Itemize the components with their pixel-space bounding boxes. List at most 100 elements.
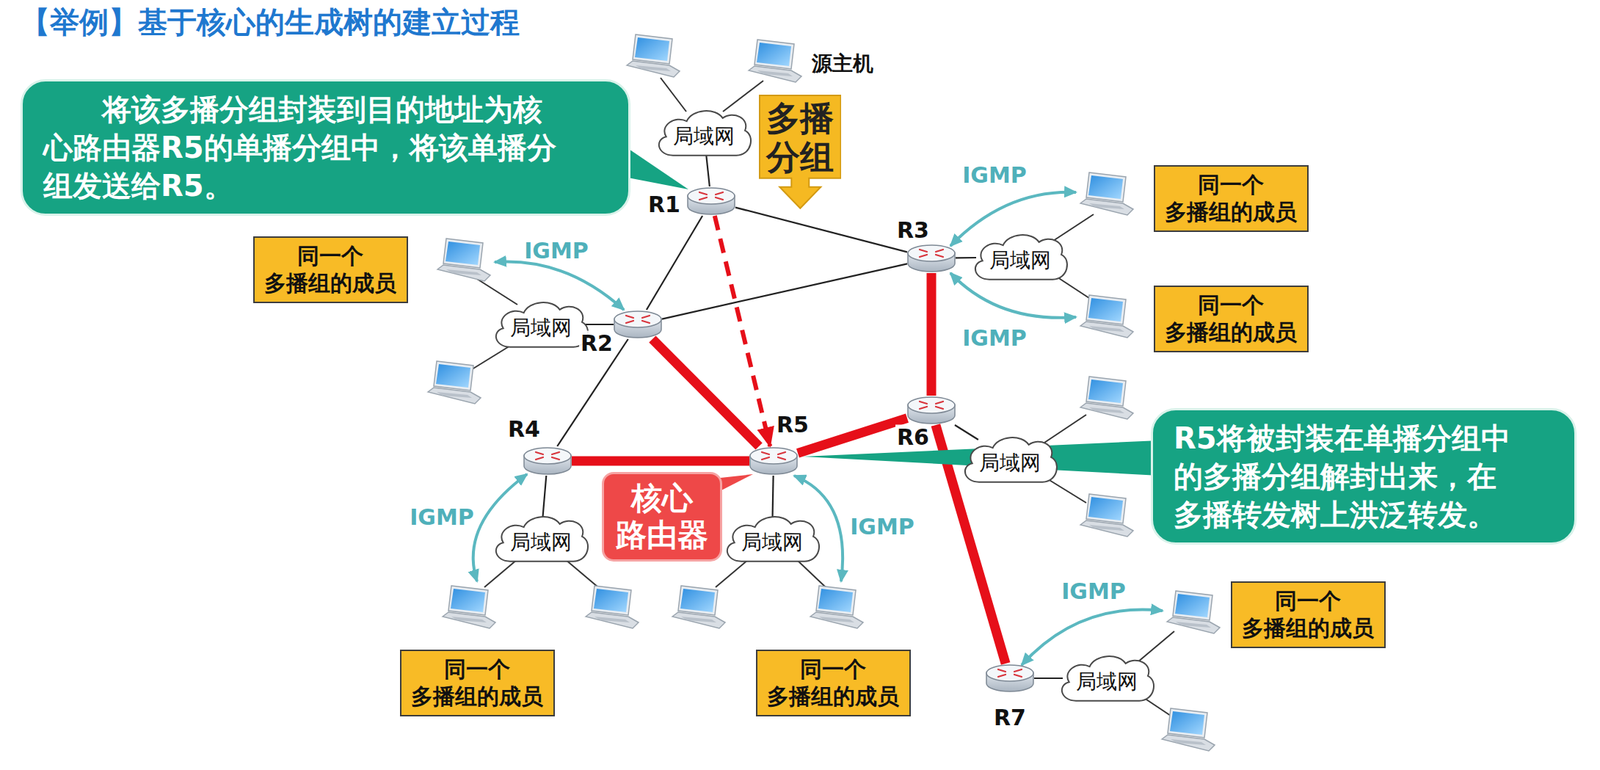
graphic-part xyxy=(699,197,707,200)
label-wrap: IGMP xyxy=(524,237,589,265)
lan-cloud: 局域网 xyxy=(489,297,593,352)
graphic-part xyxy=(496,302,588,348)
network-link xyxy=(662,263,908,319)
graphic-part xyxy=(437,238,491,282)
graphic-part xyxy=(919,401,927,404)
multicast-tree-link xyxy=(652,339,759,447)
network-link xyxy=(772,475,774,519)
graphic-part xyxy=(626,34,680,78)
graphic-part xyxy=(749,446,798,476)
lan-cloud: 局域网 xyxy=(958,432,1062,487)
router-node: R4 xyxy=(523,446,572,476)
label-wrap: IGMP xyxy=(962,325,1027,352)
multicast-packet-arrow: 多播 分组 xyxy=(758,94,842,210)
graphic-part xyxy=(715,197,723,200)
network-link xyxy=(1034,677,1063,679)
graphic-part xyxy=(442,585,496,629)
callout-box: 将该多播分组封装到目的地址为核 心路由器R5的单播分组中，将该单播分 组发送给R… xyxy=(20,79,631,216)
graphic-part xyxy=(907,397,955,414)
graphic-part xyxy=(672,585,726,629)
member-box: 同一个 多播组的成员 xyxy=(400,649,555,717)
network-link xyxy=(542,475,547,519)
graphic-part xyxy=(748,39,802,83)
graphic-part xyxy=(919,249,944,257)
core-callout: 核心 路由器 xyxy=(601,471,723,563)
lan-label: 局域网 xyxy=(510,529,572,555)
graphic-part xyxy=(469,343,514,371)
igmp-label: IGMP xyxy=(962,325,1027,352)
igmp-label: IGMP xyxy=(1061,578,1126,605)
graphic-part xyxy=(1051,214,1094,243)
graphic-part xyxy=(699,192,723,200)
graphic-part xyxy=(1042,414,1087,445)
graphic-part xyxy=(907,243,956,274)
graphic-part xyxy=(919,406,927,409)
callout-text: 将该多播分组封装到目的地址为核 心路由器R5的单播分组中，将该单播分 组发送给R… xyxy=(43,90,608,205)
graphic-part xyxy=(1080,295,1134,338)
callout-box: R5将被封装在单播分组中 的多播分组解封出来，在 多播转发树上洪泛转发。 xyxy=(1150,408,1577,545)
graphic-part xyxy=(585,585,639,629)
label-wrap: IGMP xyxy=(962,162,1027,189)
router-label: R3 xyxy=(895,217,931,243)
source-host-label: 源主机 xyxy=(811,51,874,77)
callout-text: R5将被封装在单播分组中 的多播分组解封出来，在 多播转发树上洪泛转发。 xyxy=(1173,419,1554,534)
graphic-part xyxy=(1014,669,1022,672)
graphic-part xyxy=(565,559,599,588)
graphic-part xyxy=(1161,708,1215,751)
graphic-part xyxy=(761,452,770,455)
graphic-part xyxy=(1014,674,1022,677)
graphic-part xyxy=(998,669,1006,672)
graphic-part xyxy=(626,315,634,318)
graphic-part xyxy=(935,406,944,409)
graphic-part xyxy=(777,452,786,455)
router-label: R6 xyxy=(895,424,931,450)
multicast-tree-link xyxy=(571,456,750,467)
lan-cloud: 局域网 xyxy=(968,229,1072,285)
lan-cloud: 局域网 xyxy=(720,511,824,566)
lan-label: 局域网 xyxy=(979,450,1041,476)
graphic-part xyxy=(722,80,764,112)
graphic-part xyxy=(750,447,798,464)
page-title: 【举例】基于核心的生成树的建立过程 xyxy=(20,4,520,40)
lan-cloud: 局域网 xyxy=(1055,651,1159,706)
graphic-part xyxy=(1137,631,1175,663)
router-label: R4 xyxy=(506,416,542,442)
network-link xyxy=(735,207,908,253)
network-link xyxy=(954,424,979,440)
graphic-part xyxy=(777,457,786,460)
member-box: 同一个 多播组的成员 xyxy=(1153,165,1309,232)
graphic-part xyxy=(494,261,624,310)
graphic-part xyxy=(660,77,687,112)
router-node: R1 xyxy=(686,186,736,216)
router-node: R5 xyxy=(749,446,798,476)
graphic-part xyxy=(1080,493,1134,537)
igmp-label: IGMP xyxy=(962,162,1027,189)
lan-label: 局域网 xyxy=(741,529,803,555)
member-box: 同一个 多播组的成员 xyxy=(253,236,409,304)
graphic-part xyxy=(1166,590,1220,634)
graphic-part xyxy=(613,309,663,340)
graphic-part xyxy=(919,249,927,252)
network-link xyxy=(955,256,977,260)
graphic-part xyxy=(715,559,749,588)
igmp-label: IGMP xyxy=(849,513,915,541)
graphic-part xyxy=(551,457,560,460)
graphic-part xyxy=(626,320,634,323)
packet-arrow-fill xyxy=(759,95,842,209)
member-text: 同一个 多播组的成员 xyxy=(263,242,398,298)
graphic-part xyxy=(998,669,1022,677)
multicast-tree-link xyxy=(926,273,937,396)
label-wrap: IGMP xyxy=(849,513,915,541)
graphic-part xyxy=(935,254,944,257)
lan-label: 局域网 xyxy=(989,248,1052,274)
graphic-part xyxy=(727,516,820,562)
lan-cloud: 局域网 xyxy=(652,105,756,160)
router-node: R7 xyxy=(985,663,1035,693)
graphic-part xyxy=(810,585,864,629)
lan-cloud: 局域网 xyxy=(489,511,593,566)
graphic-part xyxy=(699,192,707,195)
igmp-label: IGMP xyxy=(524,237,589,265)
graphic-part xyxy=(907,245,955,262)
lan-label: 局域网 xyxy=(1075,669,1138,695)
